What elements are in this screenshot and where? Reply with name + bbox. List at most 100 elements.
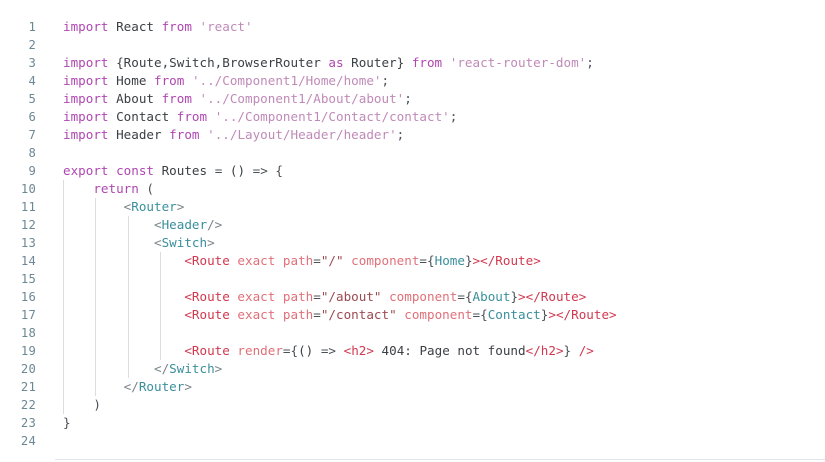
code-token-attr: path bbox=[275, 289, 314, 304]
code-token-tagbr: < bbox=[123, 199, 132, 214]
code-line[interactable]: 17 <Route exact path="/contact" componen… bbox=[0, 306, 825, 324]
code-token-brace: } bbox=[510, 289, 519, 304]
code-token-attrstr: "/about" bbox=[320, 289, 382, 304]
code-token-tagred: > bbox=[548, 307, 556, 322]
code-token-brace: } bbox=[464, 253, 473, 268]
code-token-component: About bbox=[472, 289, 511, 304]
code-token-tagbr: /> bbox=[207, 217, 223, 232]
code-token-keyword: from bbox=[161, 19, 192, 34]
code-token-keyword: import bbox=[63, 55, 109, 70]
line-number: 4 bbox=[28, 74, 36, 88]
line-number: 1 bbox=[28, 20, 36, 34]
code-token-component: Header bbox=[161, 217, 208, 232]
code-line[interactable]: 21 </Router> bbox=[0, 378, 825, 396]
code-token-attr: path bbox=[275, 253, 314, 268]
code-line-content[interactable]: } bbox=[63, 414, 71, 432]
code-token-tagbr: </ bbox=[123, 379, 139, 394]
code-token-punct: => bbox=[320, 343, 337, 358]
code-line-content[interactable]: <Router> bbox=[63, 198, 185, 216]
code-token-keyword: from bbox=[154, 73, 185, 88]
code-token-plain bbox=[184, 73, 192, 88]
code-line[interactable]: 23} bbox=[0, 414, 825, 432]
line-number: 6 bbox=[28, 110, 36, 124]
code-line[interactable]: 13 <Switch> bbox=[0, 234, 825, 252]
code-token-tagbr: > bbox=[184, 379, 192, 394]
code-line-content[interactable]: ) bbox=[63, 396, 101, 414]
code-token-punct: = bbox=[457, 289, 465, 304]
code-token-tagbr: < bbox=[154, 235, 162, 250]
code-token-plain bbox=[442, 55, 450, 70]
code-token-punct: = bbox=[313, 289, 321, 304]
code-token-punct: = bbox=[472, 307, 481, 322]
code-token-brace: } bbox=[63, 415, 71, 430]
code-line-content[interactable]: <Route exact path="/about" component={Ab… bbox=[63, 288, 586, 306]
code-token-brace: } bbox=[540, 307, 549, 322]
code-line-content[interactable]: </Switch> bbox=[63, 360, 222, 378]
code-token-plain bbox=[63, 307, 184, 322]
code-token-keyword: export bbox=[63, 163, 109, 178]
code-token-punct: ; bbox=[449, 109, 458, 124]
code-token-tagbr: > bbox=[176, 199, 185, 214]
code-token-punct: ; bbox=[586, 55, 594, 70]
code-line-content[interactable]: import Contact from '../Component1/Conta… bbox=[63, 108, 457, 126]
code-line[interactable]: 6 import Contact from '../Component1/Cont… bbox=[0, 108, 825, 126]
code-token-plain: Contact bbox=[108, 109, 177, 124]
code-token-plain bbox=[63, 253, 184, 268]
code-token-punct: ; bbox=[396, 127, 405, 142]
code-line-content[interactable]: </Router> bbox=[63, 378, 192, 396]
code-line[interactable]: 15 bbox=[0, 270, 825, 288]
code-token-punct: = bbox=[313, 307, 321, 322]
code-line[interactable]: 19 <Route render={() => <h2> 404: Page n… bbox=[0, 342, 825, 360]
code-token-plain: () bbox=[222, 163, 253, 178]
code-token-attr: path bbox=[275, 307, 314, 322]
code-token-brace: { bbox=[427, 253, 435, 268]
code-line[interactable]: 16 <Route exact path="/about" component=… bbox=[0, 288, 825, 306]
code-token-keyword: from bbox=[411, 55, 443, 70]
code-line[interactable]: 4 import Home from '../Component1/Home/ho… bbox=[0, 72, 825, 90]
code-line-content[interactable]: export const Routes = () => { bbox=[63, 162, 283, 180]
code-line[interactable]: 14 <Route exact path="/" component={Home… bbox=[0, 252, 825, 270]
code-line-content[interactable]: import Home from '../Component1/Home/hom… bbox=[63, 72, 389, 90]
code-token-keyword: as bbox=[328, 55, 344, 70]
code-line-content[interactable]: <Header/> bbox=[63, 216, 222, 234]
code-token-plain: React bbox=[108, 19, 162, 34]
code-token-plain bbox=[63, 379, 124, 394]
code-token-plain bbox=[336, 343, 344, 358]
code-token-tagred: <Route bbox=[184, 307, 230, 322]
code-line-content[interactable]: <Switch> bbox=[63, 234, 215, 252]
code-line[interactable]: 8 bbox=[0, 144, 825, 162]
line-number: 24 bbox=[20, 434, 36, 448]
code-token-punct: = bbox=[419, 253, 428, 268]
code-line-content[interactable]: <Route exact path="/contact" component={… bbox=[63, 306, 616, 324]
code-line[interactable]: 12 <Header/> bbox=[0, 216, 825, 234]
code-line[interactable]: 22 ) bbox=[0, 396, 825, 414]
code-line[interactable]: 10 return ( bbox=[0, 180, 825, 198]
code-line[interactable]: 11 <Router> bbox=[0, 198, 825, 216]
code-line[interactable]: 20 </Switch> bbox=[0, 360, 825, 378]
code-line[interactable]: 1 import React from 'react' bbox=[0, 18, 825, 36]
code-line[interactable]: 2 bbox=[0, 36, 825, 54]
indent-guide bbox=[63, 180, 64, 414]
code-token-plain: () bbox=[298, 343, 321, 358]
code-line-content[interactable]: <Route render={() => <h2> 404: Page not … bbox=[63, 342, 594, 360]
code-line[interactable]: 18 bbox=[0, 324, 825, 342]
code-line-content[interactable]: import Header from '../Layout/Header/hea… bbox=[63, 126, 404, 144]
code-token-string: '../Layout/Header/header' bbox=[207, 127, 397, 142]
code-token-string: '../Component1/Home/home' bbox=[191, 73, 382, 88]
code-line-content[interactable]: import React from 'react' bbox=[63, 18, 253, 36]
code-token-tagbr: < bbox=[154, 217, 162, 232]
code-token-plain: Router} bbox=[343, 55, 412, 70]
code-line-content[interactable]: import {Route,Switch,BrowserRouter as Ro… bbox=[63, 54, 594, 72]
code-line-content[interactable]: import About from '../Component1/About/a… bbox=[63, 90, 412, 108]
code-line-content[interactable]: <Route exact path="/" component={Home}><… bbox=[63, 252, 540, 270]
code-line[interactable]: 24 bbox=[0, 432, 825, 450]
line-number: 18 bbox=[20, 326, 36, 340]
code-token-brace: { bbox=[267, 163, 283, 178]
code-line-content[interactable]: return ( bbox=[63, 180, 154, 198]
